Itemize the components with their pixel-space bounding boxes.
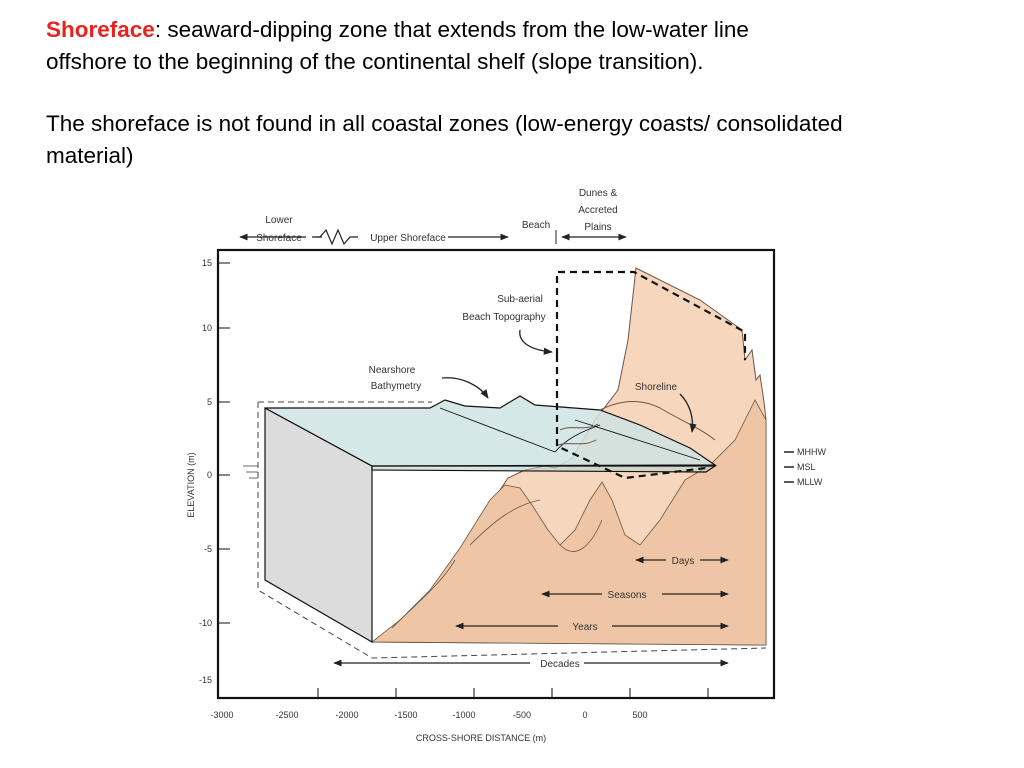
tide-msl: MSL	[797, 462, 816, 472]
sand-ridges	[391, 499, 603, 629]
x-tick-minus1500: -1500	[394, 710, 417, 720]
y-tick-5: 5	[207, 397, 212, 407]
water-lines	[439, 407, 701, 461]
label-years: Years	[572, 622, 597, 633]
sand-front-face	[370, 399, 767, 646]
definition-line: Shoreface: seaward-dipping zone that ext…	[46, 14, 1006, 46]
zone-beach: Beach	[522, 220, 550, 231]
label-decades: Decades	[540, 659, 579, 670]
arrow-nearshore	[441, 377, 489, 399]
label-nearshore-2: Bathymetry	[371, 381, 422, 392]
x-tick-minus2500: -2500	[275, 710, 298, 720]
x-tick-minus1000: -1000	[452, 710, 475, 720]
note-line-1: The shoreface is not found in all coasta…	[46, 111, 843, 136]
zone-lower-1: Lower	[265, 215, 293, 226]
arrow-shoreline	[679, 393, 697, 433]
y-axis-label: ELEVATION (m)	[186, 452, 196, 517]
x-tick-minus2000: -2000	[335, 710, 358, 720]
y-tick-0: 0	[207, 470, 212, 480]
dashed-dune-box	[555, 270, 747, 480]
dashed-envelope	[257, 401, 767, 659]
tide-mllw: MLLW	[797, 477, 823, 487]
label-days: Days	[672, 556, 695, 567]
water-surface	[264, 395, 717, 467]
y-axis: 15 10 5 0 -5 -10 -15 ELEVATION (m)	[186, 258, 258, 685]
x-tick-minus3000: -3000	[210, 710, 233, 720]
label-subaerial-1: Sub-aerial	[497, 294, 543, 305]
x-tick-0: 0	[582, 710, 587, 720]
x-tick-500: 500	[632, 710, 647, 720]
zone-dunes-1: Dunes &	[579, 188, 618, 199]
label-shoreline: Shoreline	[635, 382, 678, 393]
zone-dunes-2: Accreted	[578, 205, 617, 216]
tide-mhhw: MHHW	[797, 447, 826, 457]
x-tick-minus500: -500	[513, 710, 531, 720]
y-tick-minus15: -15	[199, 675, 212, 685]
zone-dunes-3: Plains	[584, 222, 611, 233]
water-front-face	[371, 465, 717, 473]
note-line-2: material)	[46, 142, 134, 168]
x-axis-label: CROSS-SHORE DISTANCE (m)	[416, 733, 546, 743]
label-subaerial-2: Beach Topography	[462, 312, 545, 323]
x-axis: -3000 -2500 -2000 -1500 -1000 -500 0 500…	[210, 688, 709, 743]
label-nearshore-1: Nearshore	[369, 365, 416, 376]
shoreface-term: Shoreface	[46, 17, 155, 42]
zone-upper-shoreface: Upper Shoreface	[370, 233, 446, 244]
label-seasons: Seasons	[608, 590, 647, 601]
y-tick-15: 15	[202, 258, 212, 268]
definition-text: : seaward-dipping zone that extends from…	[154, 17, 749, 42]
shoreline-profile	[555, 400, 716, 447]
text-block: Shoreface: seaward-dipping zone that ext…	[46, 14, 1006, 171]
arrow-subaerial	[519, 329, 553, 355]
y-tick-10: 10	[202, 323, 212, 333]
y-tick-minus10: -10	[199, 618, 212, 628]
zone-lower-2: Shoreface	[256, 233, 302, 244]
y-tick-minus5: -5	[204, 544, 212, 554]
definition-continuation: offshore to the beginning of the contine…	[46, 48, 704, 74]
